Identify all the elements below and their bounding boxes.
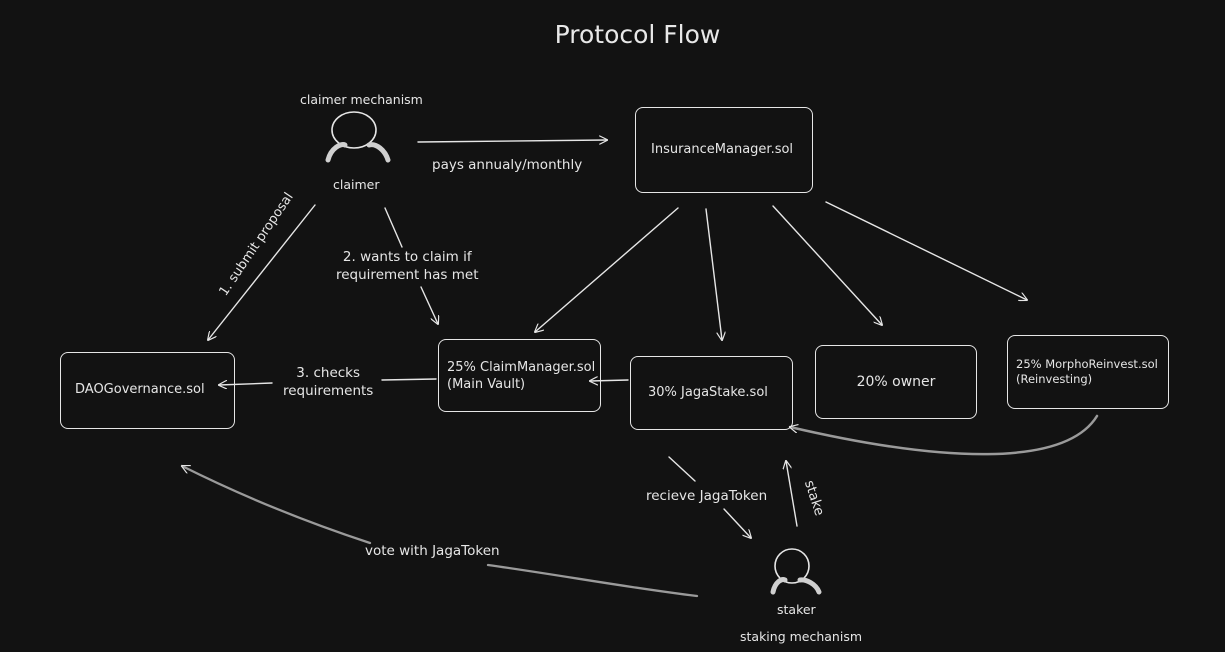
- morpho-node[interactable]: 25% MorphoReinvest.sol (Reinvesting): [1007, 335, 1169, 409]
- arrow-receive-a: [668, 456, 696, 482]
- checks-line2: requirements: [283, 382, 374, 399]
- claim-manager-node[interactable]: 25% ClaimManager.sol (Main Vault): [438, 339, 601, 412]
- morpho-label: 25% MorphoReinvest.sol: [1016, 357, 1158, 372]
- arrow-vote-b: [182, 464, 372, 545]
- insurance-manager-node[interactable]: InsuranceManager.sol: [635, 107, 813, 193]
- staker-caption: staking mechanism: [740, 629, 863, 644]
- arrow-wants-to-claim-a: [384, 207, 403, 248]
- dao-governance-label: DAOGovernance.sol: [75, 382, 205, 398]
- dao-governance-node[interactable]: DAOGovernance.sol: [60, 352, 235, 429]
- edge-label-checks: 3. checks requirements: [283, 365, 373, 400]
- staker-label: staker: [777, 602, 816, 617]
- arrow-to-owner: [772, 205, 882, 325]
- claimer-person-icon: [325, 111, 391, 163]
- arrow-checks-b: [219, 383, 273, 385]
- diagram-title: Protocol Flow: [554, 20, 721, 49]
- arrow-to-jaga-stake: [705, 208, 722, 340]
- jaga-stake-node[interactable]: 30% JagaStake.sol: [630, 356, 793, 430]
- claim-manager-label: 25% ClaimManager.sol: [447, 360, 596, 375]
- wants-to-claim-line2: requirement has met: [336, 267, 479, 284]
- edge-label-vote: vote with JagaToken: [365, 543, 500, 559]
- owner-node[interactable]: 20% owner: [815, 345, 977, 419]
- arrow-reinvest: [790, 414, 1099, 456]
- jaga-stake-label: 30% JagaStake.sol: [648, 384, 768, 400]
- checks-line1: 3. checks: [296, 365, 361, 381]
- arrow-submit-proposal: [208, 204, 316, 340]
- arrow-stake-to-claim: [590, 380, 629, 381]
- wants-to-claim-line1: 2. wants to claim if: [342, 249, 472, 265]
- edge-label-receive: recieve JagaToken: [646, 488, 768, 504]
- arrow-pays: [417, 140, 607, 142]
- arrow-stake: [786, 461, 798, 527]
- claim-manager-sublabel: (Main Vault): [447, 376, 526, 392]
- arrow-vote-a: [486, 563, 699, 598]
- arrow-to-morpho: [825, 201, 1027, 300]
- arrow-checks-a: [381, 378, 437, 381]
- claimer-label: claimer: [333, 177, 380, 192]
- arrow-receive-b: [723, 508, 751, 538]
- arrow-wants-to-claim-b: [420, 286, 438, 324]
- owner-label: 20% owner: [856, 373, 936, 390]
- arrow-to-claim-manager: [535, 207, 679, 332]
- staker-person-icon: [770, 548, 822, 595]
- edge-label-wants-to-claim: 2. wants to claim if requirement has met: [336, 248, 479, 284]
- claimer-caption: claimer mechanism: [300, 92, 423, 107]
- edge-label-pays: pays annualy/monthly: [432, 157, 583, 173]
- insurance-manager-label: InsuranceManager.sol: [651, 141, 794, 157]
- morpho-sublabel: (Reinvesting): [1016, 372, 1093, 386]
